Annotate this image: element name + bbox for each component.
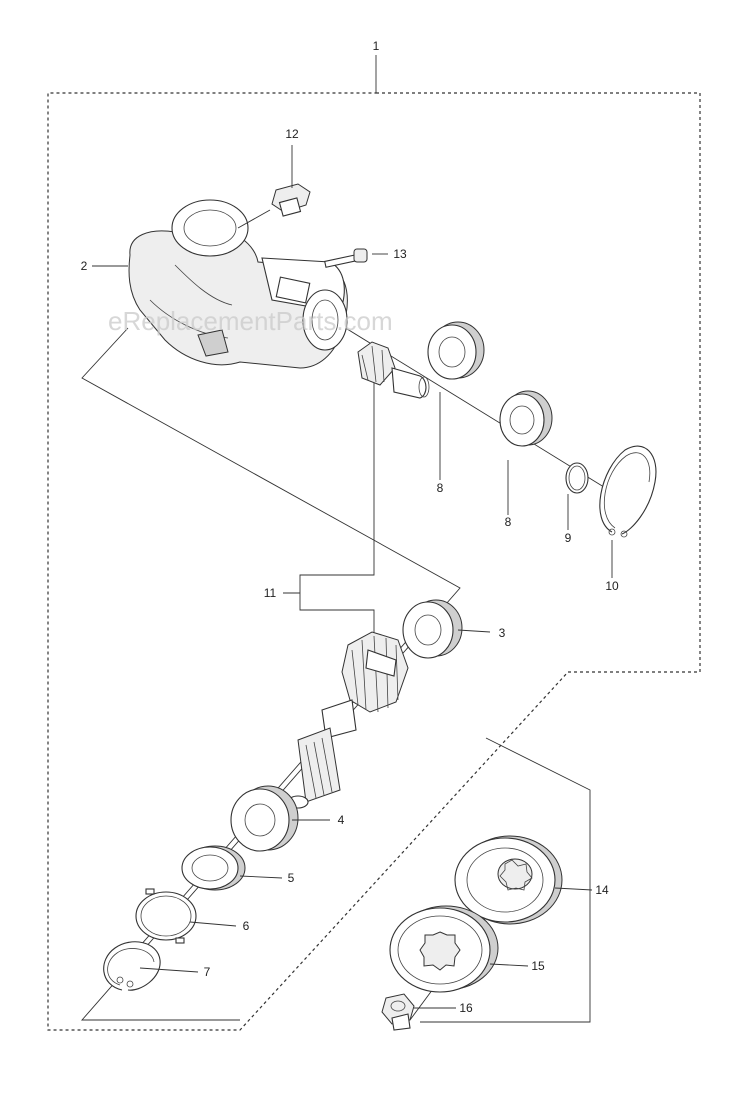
plug	[271, 183, 311, 217]
callout-11: 11	[264, 586, 277, 600]
blade-plate-15	[389, 905, 499, 993]
callout-6-leader	[189, 921, 237, 927]
shaft-group-outline	[81, 327, 461, 1021]
callout-6: 6	[243, 919, 250, 933]
callout-15-leader	[489, 963, 529, 967]
blade-group-outline	[420, 737, 591, 1023]
circlip-7	[103, 941, 161, 991]
washer-6	[135, 888, 197, 944]
circlip-9	[565, 462, 589, 494]
callout-14: 14	[595, 883, 609, 897]
seal-5	[181, 845, 246, 891]
callout-8b: 8	[505, 515, 512, 529]
callout-4: 4	[338, 813, 345, 827]
callout-13: 13	[393, 247, 407, 261]
callout-12-leader-b	[237, 209, 271, 229]
callout-16: 16	[459, 1001, 473, 1015]
bearing-8b	[499, 390, 553, 447]
callout-7-leader	[139, 967, 199, 973]
callout-3: 3	[499, 626, 506, 640]
callout-2: 2	[81, 259, 88, 273]
retaining-ring-10	[599, 445, 657, 538]
callout-14-leader	[554, 887, 593, 891]
callout-5-leader	[239, 875, 283, 879]
pinion-gear	[357, 341, 430, 399]
bevel-gear-shaft	[287, 631, 409, 809]
callout-1: 1	[373, 39, 380, 53]
support-cup-14	[454, 835, 563, 925]
callout-11-leader	[299, 345, 375, 640]
callout-7: 7	[204, 965, 211, 979]
callout-5: 5	[288, 871, 295, 885]
bearing-4	[230, 785, 299, 852]
callout-15: 15	[531, 959, 545, 973]
callout-3-leader	[457, 629, 491, 633]
screw	[324, 248, 368, 268]
watermark: eReplacementParts.com	[108, 306, 393, 336]
callout-9: 9	[565, 531, 572, 545]
bearing-3	[402, 599, 463, 659]
nut-16	[381, 993, 415, 1031]
callout-8a: 8	[437, 481, 444, 495]
callout-12: 12	[285, 127, 299, 141]
callout-10: 10	[605, 579, 619, 593]
bearing-8a	[427, 321, 485, 380]
assembly-boundary	[47, 92, 701, 1031]
gear-housing	[128, 199, 348, 369]
